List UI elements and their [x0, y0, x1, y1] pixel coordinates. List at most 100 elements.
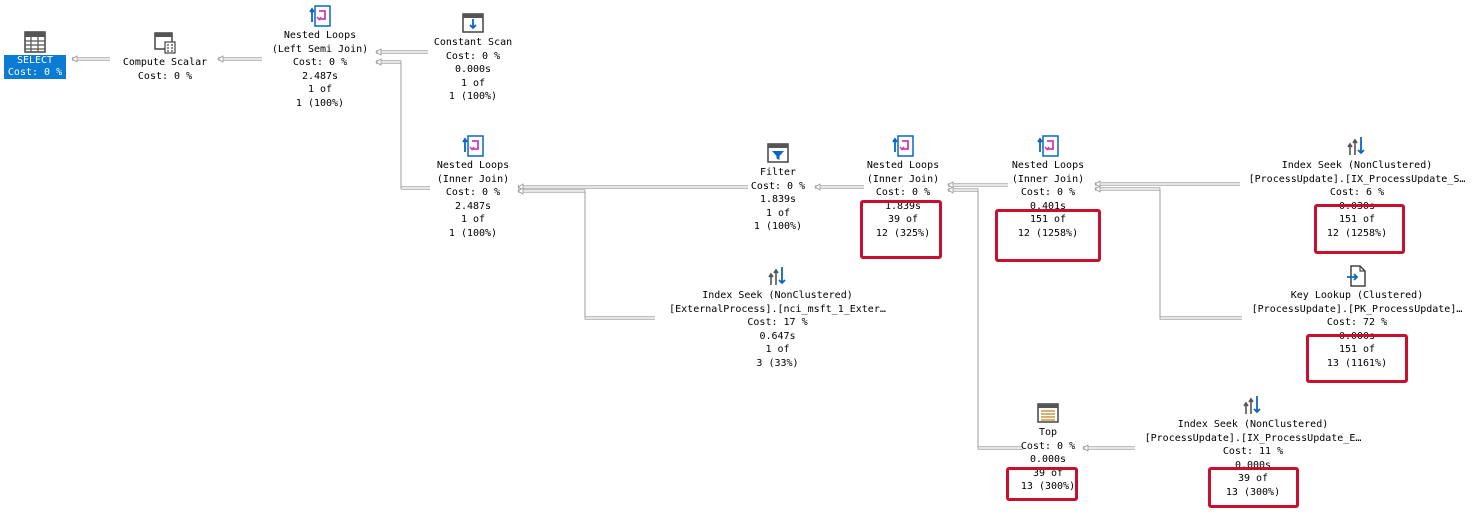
operator-cost: Cost: 72 %: [1326, 317, 1388, 328]
nested-loops-icon: [462, 135, 484, 157]
operator-cost: Cost: 0 %: [137, 70, 193, 82]
node-constant-scan[interactable]: Constant Scan Cost: 0 % 0.000s 1 of 1 (1…: [413, 11, 533, 104]
edge-top-to-nl-inner2: [947, 186, 1023, 450]
operator-cost: Cost: 0 %: [7, 67, 63, 78]
edge-seek-ext-to-nl-inner1: [517, 187, 655, 320]
operator-time: 2.487s: [454, 200, 492, 212]
selected-operator-label: SELECT Cost: 0 %: [3, 55, 67, 79]
constant-scan-icon: [462, 13, 484, 33]
edge-nl-inner3-to-nl-inner2: [947, 181, 1008, 189]
operator-time: 0.401s: [1029, 200, 1067, 212]
node-filter[interactable]: Filter Cost: 0 % 1.839s 1 of 1 (100%): [728, 141, 828, 234]
operator-name: Constant Scan: [433, 37, 513, 48]
operator-cost: Cost: 0 %: [750, 180, 806, 192]
node-index-seek-processupdate-s[interactable]: Index Seek (NonClustered) [ProcessUpdate…: [1238, 134, 1476, 240]
node-index-seek-processupdate-e[interactable]: Index Seek (NonClustered) [ProcessUpdate…: [1133, 393, 1373, 499]
node-nested-loops-inner-join-3[interactable]: Nested Loops (Inner Join) Cost: 0 % 0.40…: [993, 134, 1103, 240]
operator-estimate: 1 (100%): [448, 91, 498, 102]
node-top[interactable]: Top Cost: 0 % 0.000s 39 of 13 (300%): [1003, 401, 1093, 494]
operator-actual-rows: 151 of: [1338, 214, 1376, 225]
operator-estimate: 13 (1161%): [1326, 357, 1388, 369]
operator-estimate: 3 (33%): [756, 357, 799, 369]
nested-loops-icon: [309, 5, 331, 27]
operator-estimate: 1 (100%): [753, 221, 803, 232]
operator-cost: Cost: 0 %: [445, 50, 501, 62]
operator-cost: Cost: 0 %: [1020, 440, 1076, 452]
operator-cost: Cost: 17 %: [747, 317, 808, 328]
operator-estimate: 13 (300%): [1020, 481, 1076, 492]
operator-name: SELECT: [16, 55, 54, 66]
filter-icon: [767, 143, 789, 163]
edge-seek-s-to-nl-inner3: [1094, 180, 1240, 188]
operator-actual-rows: 1 of: [307, 84, 333, 95]
operator-object: [ProcessUpdate].[IX_ProcessUpdate_S…: [1248, 173, 1466, 185]
table-icon: [24, 31, 46, 53]
node-compute-scalar[interactable]: Compute Scalar Cost: 0 %: [110, 31, 220, 83]
edge-constant-scan-to-nl-semi: [375, 48, 428, 56]
operator-name: Filter: [759, 167, 797, 178]
operator-name: Index Seek (NonClustered): [1177, 419, 1329, 430]
operator-time: 0.647s: [759, 330, 796, 342]
operator-time: 2.487s: [301, 70, 339, 82]
operator-cost: Cost: 11 %: [1222, 446, 1284, 457]
index-seek-icon: [1243, 396, 1261, 414]
top-icon: [1037, 403, 1059, 423]
edge-compute-scalar-to-select: [71, 55, 110, 63]
operator-name: Index Seek (NonClustered): [1281, 160, 1433, 171]
nested-loops-icon: [892, 135, 914, 157]
operator-time: 0.030s: [1338, 200, 1376, 212]
operator-join-type: (Left Semi Join): [271, 43, 369, 55]
operator-time: 0.000s: [1234, 459, 1272, 471]
operator-object: [ExternalProcess].[nci_msft_1_Exter…: [669, 303, 886, 315]
operator-estimate: 1 (100%): [295, 97, 345, 109]
operator-actual-rows: 39 of: [1032, 467, 1064, 479]
operator-actual-rows: 1 of: [460, 214, 486, 225]
operator-time: 0.000s: [1029, 454, 1067, 465]
node-nested-loops-left-semi-join[interactable]: Nested Loops (Left Semi Join) Cost: 0 % …: [255, 4, 385, 110]
operator-estimate: 13 (300%): [1225, 486, 1281, 498]
node-nested-loops-inner-join-2[interactable]: Nested Loops (Inner Join) Cost: 0 % 1.83…: [848, 134, 958, 240]
node-select[interactable]: SELECT Cost: 0 %: [0, 30, 70, 79]
operator-cost: Cost: 0 %: [445, 187, 501, 198]
operator-actual-rows: 39 of: [1237, 473, 1269, 484]
operator-name: Nested Loops: [283, 30, 357, 41]
operator-name: Nested Loops: [436, 160, 510, 171]
operator-time: 1.839s: [759, 194, 797, 205]
operator-actual-rows: 151 of: [1029, 214, 1067, 225]
operator-time: 0.000s: [454, 64, 492, 75]
node-nested-loops-inner-join-1[interactable]: Nested Loops (Inner Join) Cost: 0 % 2.48…: [413, 134, 533, 240]
operator-actual-rows: 151 of: [1338, 344, 1376, 355]
operator-name: Nested Loops: [866, 160, 940, 171]
operator-cost: Cost: 0 %: [1020, 187, 1076, 198]
operator-name: Top: [1038, 427, 1058, 438]
operator-actual-rows: 39 of: [887, 214, 919, 225]
edge-key-lookup-to-nl-inner3: [1094, 185, 1242, 320]
operator-actual-rows: 1 of: [765, 344, 790, 355]
operator-name: Index Seek (NonClustered): [702, 290, 853, 301]
edge-nl-inner1-to-nl-semi: [375, 58, 430, 190]
operator-cost: Cost: 0 %: [875, 187, 931, 198]
operator-join-type: (Inner Join): [866, 173, 940, 185]
operator-estimate: 12 (1258%): [1017, 227, 1079, 239]
key-lookup-icon: [1347, 265, 1366, 287]
node-key-lookup-clustered[interactable]: Key Lookup (Clustered) [ProcessUpdate].[…: [1238, 264, 1476, 370]
operator-estimate: 12 (1258%): [1326, 227, 1388, 239]
operator-join-type: (Inner Join): [1011, 173, 1085, 185]
operator-actual-rows: 1 of: [765, 207, 791, 219]
edge-nl-inner2-to-filter: [814, 183, 864, 191]
operator-estimate: 12 (325%): [875, 227, 931, 239]
operator-cost: Cost: 6 %: [1329, 187, 1385, 198]
operator-cost: Cost: 0 %: [292, 57, 348, 68]
operator-name: Nested Loops: [1011, 160, 1085, 171]
node-index-seek-externalprocess[interactable]: Index Seek (NonClustered) [ExternalProce…: [655, 264, 900, 370]
index-seek-icon: [767, 267, 786, 285]
edge-nl-semi-to-compute-scalar: [217, 55, 262, 63]
edge-seek-e-to-top: [1082, 444, 1135, 452]
operator-object: [ProcessUpdate].[IX_ProcessUpdate_E…: [1144, 432, 1362, 444]
operator-time: 0.000s: [1338, 330, 1376, 342]
index-seek-icon: [1347, 137, 1365, 155]
operator-join-type: (Inner Join): [436, 173, 510, 185]
edge-filter-to-nl-inner1: [517, 183, 748, 191]
operator-estimate: 1 (100%): [448, 227, 498, 239]
